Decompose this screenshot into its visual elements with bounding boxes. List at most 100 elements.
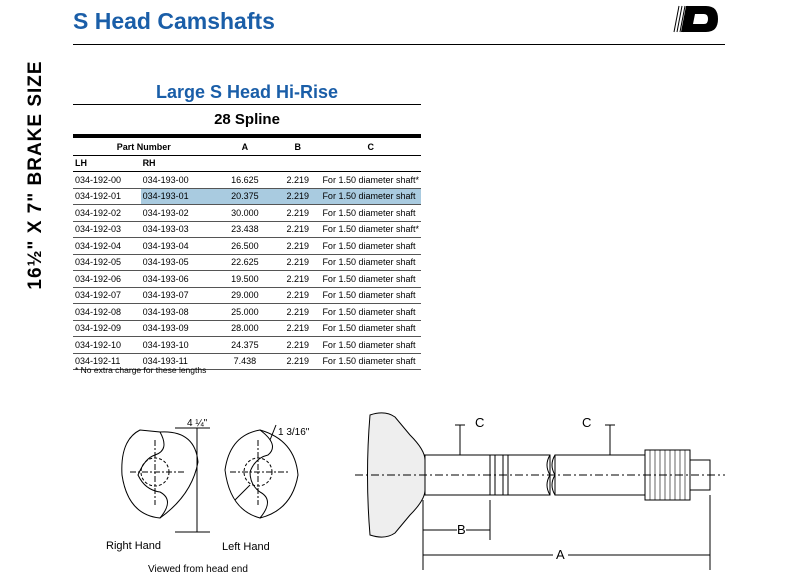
cell-rh: 034-193-05: [140, 254, 215, 271]
cell-b: 2.219: [275, 336, 321, 354]
cell-a: 28.000: [214, 320, 276, 337]
cell-b: 2.219: [275, 287, 321, 304]
section-subtitle: Large S Head Hi-Rise: [155, 82, 339, 102]
cell-b: 2.219: [275, 204, 321, 222]
cell-lh: 034-192-07: [73, 287, 141, 304]
cell-rh: 034-193-07: [140, 287, 215, 304]
cell-rh: 034-193-04: [140, 237, 215, 255]
cell-rh: 034-193-00: [140, 171, 215, 189]
divider: [73, 104, 421, 105]
right-hand-label: Right Hand: [106, 540, 162, 552]
cell-lh: 034-192-08: [73, 303, 141, 321]
cell-b: 2.219: [275, 303, 321, 321]
cell-lh: 034-192-05: [73, 254, 141, 271]
brake-size-label: 16½" X 7" BRAKE SIZE: [25, 60, 46, 290]
cell-c: For 1.50 diameter shaft: [320, 336, 421, 354]
cell-rh: 034-193-03: [140, 221, 215, 238]
cell-a: 24.375: [214, 336, 276, 354]
cell-rh: 034-193-01: [140, 188, 215, 205]
dimension-a-label: A: [553, 547, 568, 562]
dimension-c-label: C: [475, 415, 485, 430]
left-hand-label: Left Hand: [222, 541, 270, 553]
cell-b: 2.219: [275, 171, 321, 189]
cell-a: 22.625: [214, 254, 276, 271]
part-number-header: Part Number: [73, 139, 215, 156]
footnote: * No extra charge for these lengths: [75, 365, 207, 375]
dimension-1-inch: 1 3/16": [278, 427, 310, 438]
cell-c: For 1.50 diameter shaft: [320, 287, 421, 304]
cell-lh: 034-192-01: [73, 188, 141, 205]
cell-rh: 034-193-09: [140, 320, 215, 337]
a-header: A: [214, 139, 276, 156]
right-hand-s-cam: [121, 429, 199, 519]
cell-lh: 034-192-11: [73, 353, 141, 370]
cell-a: 30.000: [214, 204, 276, 222]
cell-c: For 1.50 diameter shaft: [320, 270, 421, 288]
dimension-b-label: B: [457, 522, 466, 537]
cell-c: For 1.50 diameter shaft: [320, 204, 421, 222]
head-end-diagram: [121, 424, 299, 533]
cell-rh: 034-193-11: [140, 353, 215, 370]
cell-c: For 1.50 diameter shaft*: [320, 171, 421, 189]
divider: [73, 44, 725, 45]
cell-a: 23.438: [214, 221, 276, 238]
divider: [73, 134, 421, 138]
cell-c: For 1.50 diameter shaft*: [320, 221, 421, 238]
cell-lh: 034-192-02: [73, 204, 141, 222]
left-hand-s-cam: [224, 429, 299, 519]
cell-a: 25.000: [214, 303, 276, 321]
cell-a: 19.500: [214, 270, 276, 288]
cell-rh: 034-193-10: [140, 336, 215, 354]
dimension-4-inch: 4 ¼": [187, 418, 208, 429]
cell-b: 2.219: [275, 353, 321, 370]
cell-b: 2.219: [275, 320, 321, 337]
cell-c: For 1.50 diameter shaft: [320, 254, 421, 271]
cell-b: 2.219: [275, 237, 321, 255]
rh-header: RH: [140, 155, 215, 172]
brand-logo: [673, 5, 718, 33]
cell-rh: 034-193-08: [140, 303, 215, 321]
cell-c: For 1.50 diameter shaft: [320, 237, 421, 255]
cell-a: 7.438: [214, 353, 276, 370]
page-title: S Head Camshafts: [73, 8, 275, 34]
cell-c: For 1.50 diameter shaft: [320, 320, 421, 337]
cell-lh: 034-192-00: [73, 171, 141, 189]
c-header: C: [320, 139, 421, 156]
cell-b: 2.219: [275, 270, 321, 288]
b-header: B: [275, 139, 321, 156]
cell-a: 16.625: [214, 171, 276, 189]
cell-b: 2.219: [275, 188, 321, 205]
cell-b: 2.219: [275, 221, 321, 238]
cell-lh: 034-192-06: [73, 270, 141, 288]
camshaft-side-diagram: [355, 412, 725, 570]
cell-c: For 1.50 diameter shaft: [320, 353, 421, 370]
cell-rh: 034-193-06: [140, 270, 215, 288]
cell-rh: 034-193-02: [140, 204, 215, 222]
cell-a: 26.500: [214, 237, 276, 255]
cell-c: For 1.50 diameter shaft: [320, 188, 421, 205]
cell-a: 29.000: [214, 287, 276, 304]
spline-label: 28 Spline: [214, 111, 280, 128]
cell-b: 2.219: [275, 254, 321, 271]
cell-c: For 1.50 diameter shaft: [320, 303, 421, 321]
cell-lh: 034-192-03: [73, 221, 141, 238]
cell-lh: 034-192-10: [73, 336, 141, 354]
cell-lh: 034-192-04: [73, 237, 141, 255]
cell-lh: 034-192-09: [73, 320, 141, 337]
viewed-from-label: Viewed from head end: [148, 564, 248, 575]
cell-a: 20.375: [214, 188, 276, 205]
